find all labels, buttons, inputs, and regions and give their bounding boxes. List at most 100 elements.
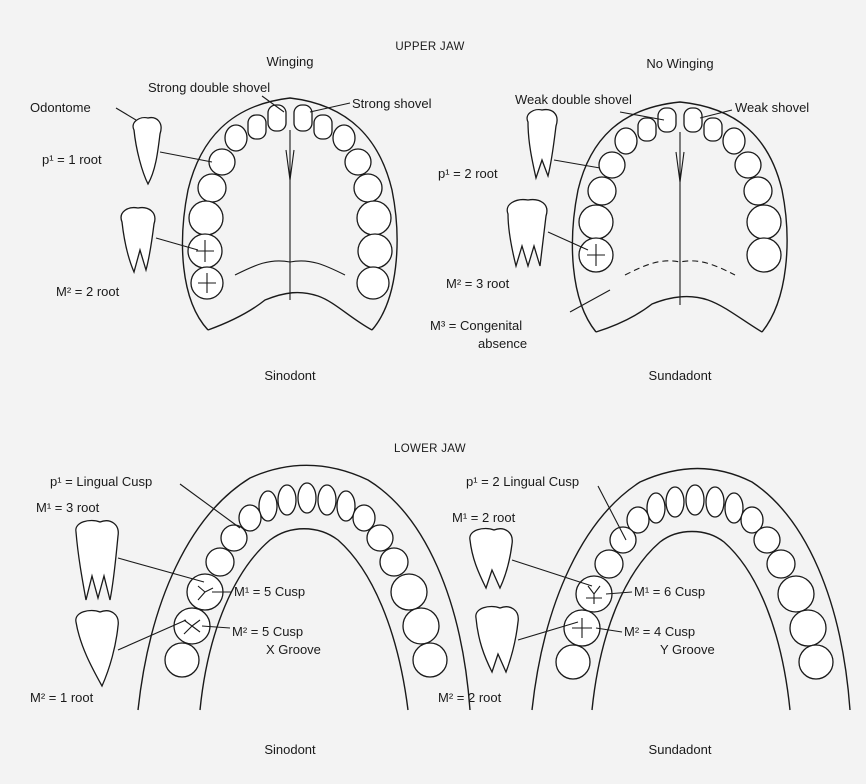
- lower-right-m1-root-leader: [512, 560, 592, 586]
- lower-left-premolar: [367, 525, 393, 551]
- upper-jaw-sinodont: [116, 96, 397, 330]
- lower-right-m2-cusp-label: M² = 4 Cusp: [624, 624, 695, 639]
- upper-left-premolar: [209, 149, 235, 175]
- lower-right-premolar: [610, 527, 636, 553]
- upper-left-p1-leader: [160, 152, 212, 162]
- upper-right-shovel-label: Weak shovel: [735, 100, 809, 115]
- lower-left-incisor: [318, 485, 336, 515]
- upper-left-canine: [225, 125, 247, 151]
- lower-left-one-root-molar: [76, 610, 118, 686]
- upper-right-canine: [615, 128, 637, 154]
- lower-right-caption: Sundadont: [620, 742, 740, 757]
- upper-right-caption: Sundadont: [620, 368, 740, 383]
- upper-left-shovel-double-label: Strong double shovel: [148, 80, 270, 95]
- upper-right-premolar: [735, 152, 761, 178]
- lower-left-three-root-molar: [76, 520, 118, 600]
- upper-right-molar: [747, 238, 781, 272]
- lower-right-m1-root-label: M¹ = 2 root: [452, 510, 515, 525]
- upper-right-m3-label-line2: absence: [478, 336, 527, 351]
- lower-left-caption: Sinodont: [240, 742, 340, 757]
- lower-right-premolar: [754, 527, 780, 553]
- upper-jaw-title: UPPER JAW: [360, 40, 500, 55]
- upper-left-premolar: [354, 174, 382, 202]
- upper-right-two-root-premolar: [527, 110, 557, 178]
- upper-left-canine: [333, 125, 355, 151]
- lower-left-premolar: [221, 525, 247, 551]
- upper-right-incisor: [684, 108, 702, 132]
- lower-left-m1-cusp-label: M¹ = 5 Cusp: [234, 584, 305, 599]
- upper-right-three-root-molar: [507, 200, 547, 266]
- lower-right-molar: [556, 645, 590, 679]
- upper-right-canine: [723, 128, 745, 154]
- lower-right-molar: [799, 645, 833, 679]
- upper-left-premolar: [345, 149, 371, 175]
- lower-left-m1-root-label: M¹ = 3 root: [36, 500, 99, 515]
- upper-left-incisor: [294, 105, 312, 131]
- upper-left-incisor: [314, 115, 332, 139]
- upper-right-m2-label: M² = 3 root: [446, 276, 509, 291]
- strong-shovel-leader: [310, 103, 350, 112]
- lower-right-m1-cusp-label: M¹ = 6 Cusp: [634, 584, 705, 599]
- lower-left-molar: [165, 643, 199, 677]
- upper-right-premolar: [588, 177, 616, 205]
- lower-left-canine: [353, 505, 375, 531]
- lower-right-molar: [778, 576, 814, 612]
- upper-left-p1-label: p¹ = 1 root: [42, 152, 102, 167]
- upper-right-shovel-double-label: Weak double shovel: [515, 92, 632, 107]
- lower-left-canine: [239, 505, 261, 531]
- lower-left-m2-cusp-label: M² = 5 Cusp: [232, 624, 303, 639]
- lower-right-molar: [790, 610, 826, 646]
- odontome-label: Odontome: [30, 100, 91, 115]
- lower-right-two-root-molar: [470, 528, 512, 588]
- upper-jaw-sundadont: [507, 102, 787, 332]
- upper-left-premolar: [198, 174, 226, 202]
- lower-right-premolar: [595, 550, 623, 578]
- lower-left-premolar: [380, 548, 408, 576]
- upper-left-caption: Sinodont: [240, 368, 340, 383]
- upper-left-odontome-premolar: [133, 118, 161, 184]
- upper-left-molar: [357, 201, 391, 235]
- lower-right-premolar: [767, 550, 795, 578]
- upper-right-molar: [579, 205, 613, 239]
- upper-right-p1-label: p¹ = 2 root: [438, 166, 498, 181]
- lower-left-p1-leader: [180, 484, 240, 528]
- upper-left-incisor: [248, 115, 266, 139]
- upper-right-incisor: [638, 118, 656, 141]
- lower-left-incisor: [298, 483, 316, 513]
- lower-right-incisor: [725, 493, 743, 523]
- upper-left-incisor: [268, 105, 286, 131]
- lower-left-incisor: [337, 491, 355, 521]
- lower-right-incisor: [706, 487, 724, 517]
- upper-right-palate-base: [596, 297, 762, 332]
- lower-right-incisor: [666, 487, 684, 517]
- lower-left-incisor: [259, 491, 277, 521]
- lower-left-p1-label: p¹ = Lingual Cusp: [50, 474, 152, 489]
- lower-left-molar: [413, 643, 447, 677]
- odontome-leader: [116, 108, 136, 120]
- lower-right-groove-label: Y Groove: [660, 642, 715, 657]
- upper-right-molar: [747, 205, 781, 239]
- upper-left-molar: [189, 201, 223, 235]
- lower-left-groove-label: X Groove: [266, 642, 321, 657]
- upper-right-incisor: [704, 118, 722, 141]
- lower-right-m2-root-label: M² = 2 root: [438, 690, 501, 705]
- lower-right-incisor: [686, 485, 704, 515]
- upper-left-heading: Winging: [240, 54, 340, 69]
- upper-right-p1-leader: [554, 160, 600, 168]
- lower-right-incisor: [647, 493, 665, 523]
- upper-right-m3-label: M³ = Congenital: [430, 318, 522, 333]
- upper-left-m2-label: M² = 2 root: [56, 284, 119, 299]
- upper-right-m3-leader: [570, 290, 610, 312]
- upper-right-heading: No Winging: [620, 56, 740, 71]
- upper-left-two-root-molar: [121, 208, 155, 272]
- upper-right-incisor: [658, 108, 676, 132]
- upper-right-premolar: [744, 177, 772, 205]
- lower-right-p1-label: p¹ = 2 Lingual Cusp: [466, 474, 579, 489]
- lower-left-molar: [391, 574, 427, 610]
- lower-left-m1-root-leader: [118, 558, 204, 582]
- lower-left-incisor: [278, 485, 296, 515]
- lower-jaw-title: LOWER JAW: [360, 442, 500, 457]
- lower-right-two-root-molar-m2: [476, 606, 518, 672]
